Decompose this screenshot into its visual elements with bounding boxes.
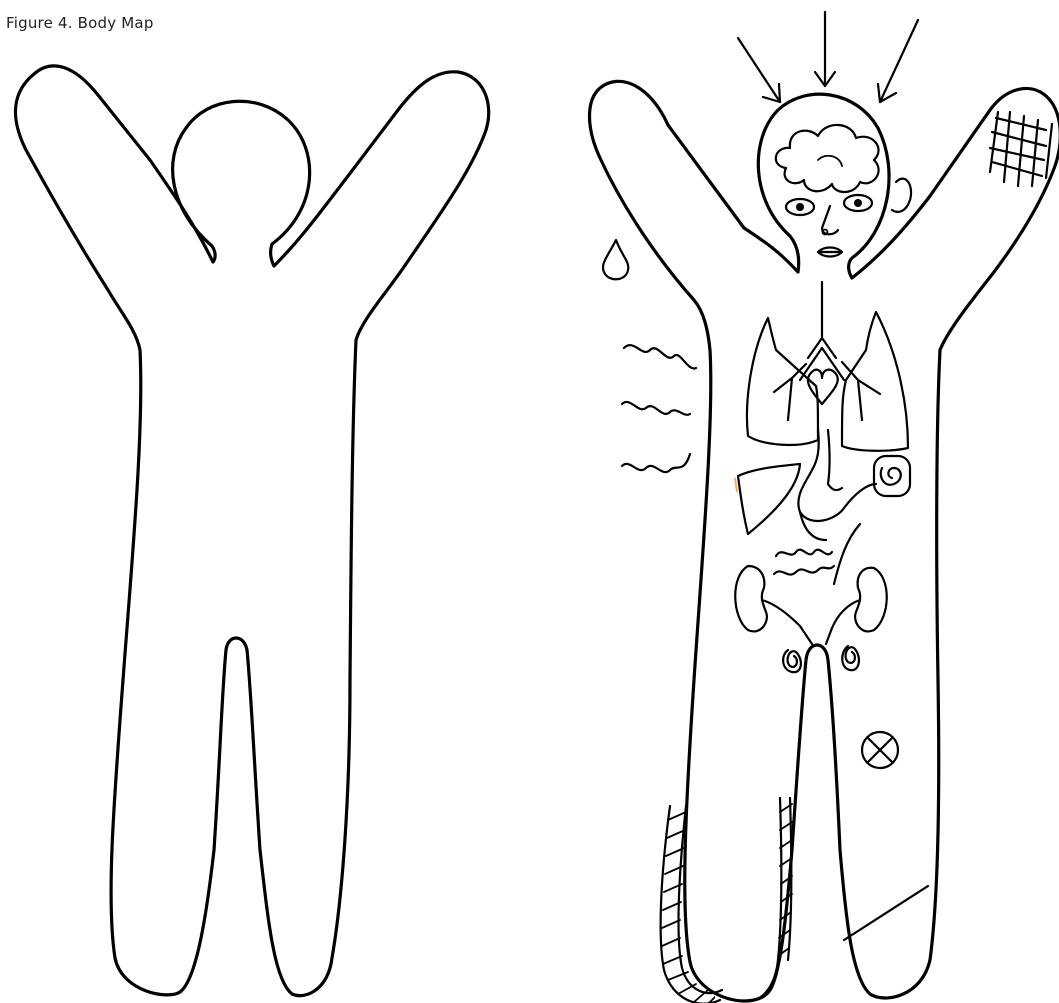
right-pupil-icon xyxy=(854,199,862,207)
blank-body-figure xyxy=(16,66,489,996)
pressure-arrows-icon xyxy=(738,12,918,102)
ear-icon xyxy=(892,179,911,212)
heat-waves-icon xyxy=(622,345,696,472)
annotated-body-figure xyxy=(590,12,1059,1003)
blank-body-outline xyxy=(16,66,489,996)
sweat-drop-icon xyxy=(603,240,628,279)
left-pupil-icon xyxy=(796,203,804,211)
